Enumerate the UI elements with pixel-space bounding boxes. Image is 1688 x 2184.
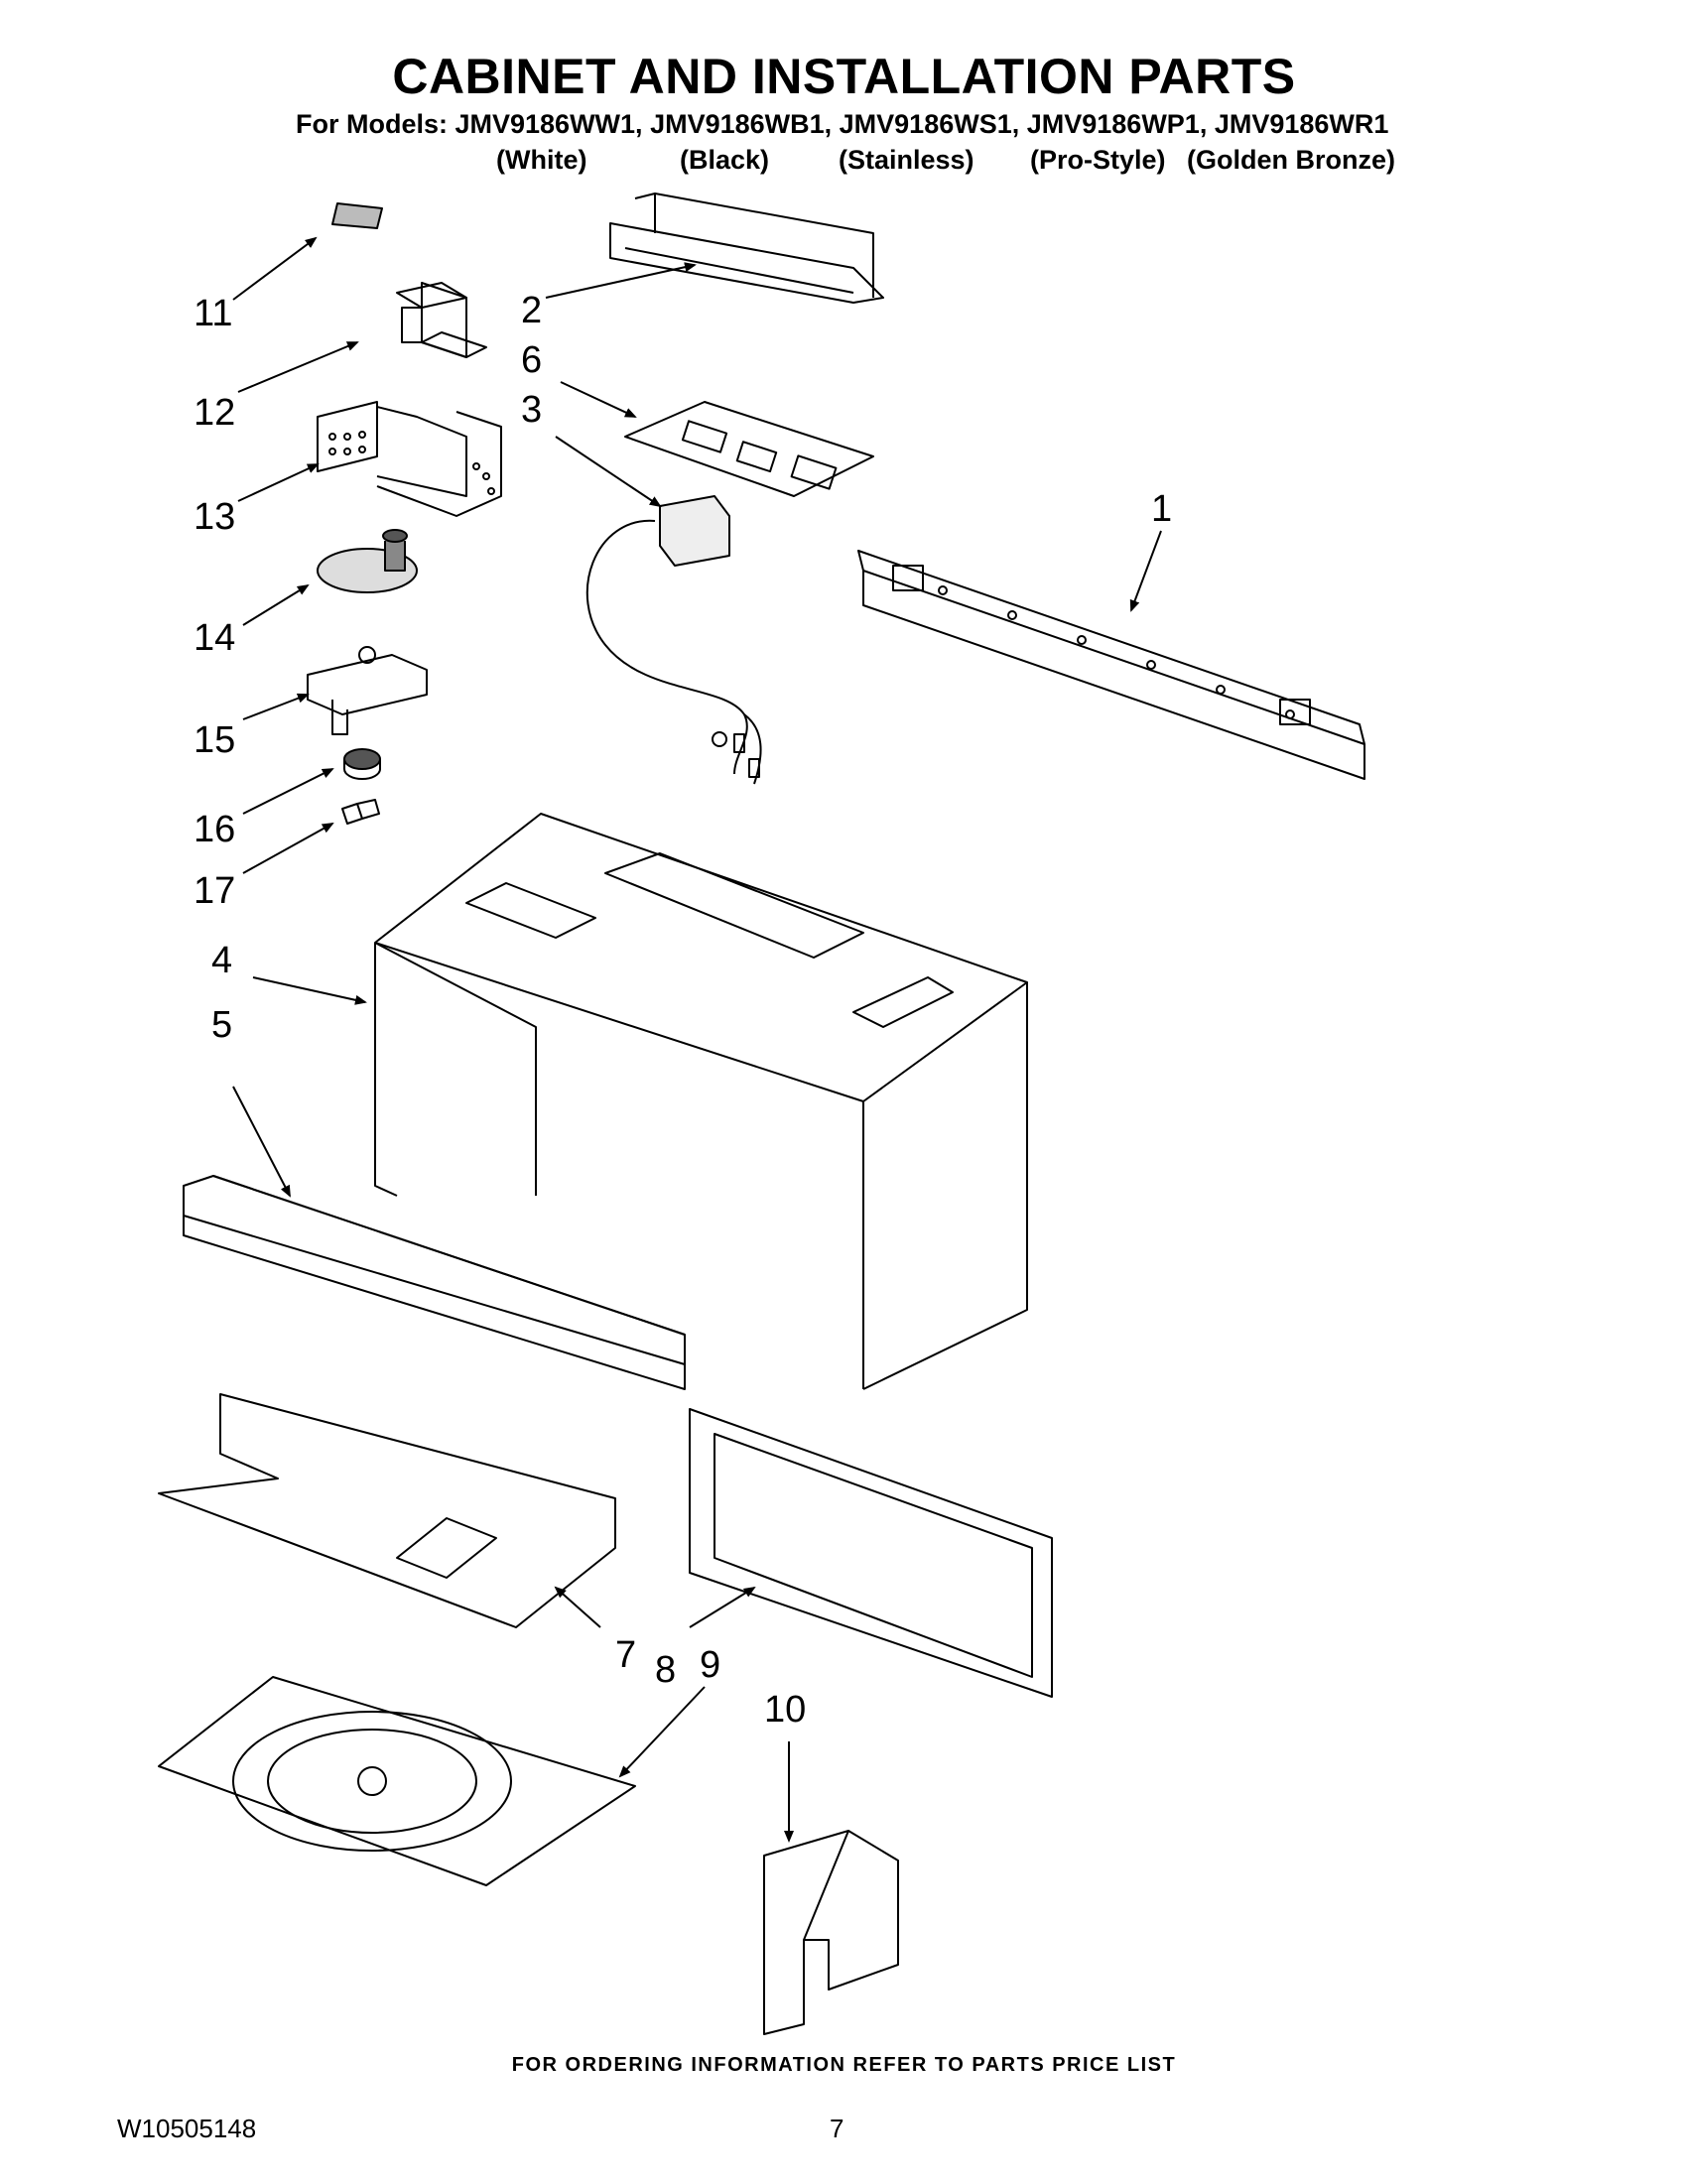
callout-9: 9 bbox=[700, 1644, 720, 1686]
variant-white: (White) bbox=[496, 145, 587, 175]
arrow-11 bbox=[232, 236, 318, 301]
part-1-rail bbox=[857, 550, 1365, 780]
callout-13: 13 bbox=[194, 496, 235, 538]
arrow-7 bbox=[554, 1586, 601, 1628]
arrow-4 bbox=[252, 976, 367, 1005]
callout-7: 7 bbox=[615, 1634, 636, 1676]
part-5-trim bbox=[183, 1175, 686, 1390]
variant-golden-bronze: (Golden Bronze) bbox=[1187, 145, 1395, 175]
arrow-5 bbox=[232, 1086, 291, 1198]
ordering-note: FOR ORDERING INFORMATION REFER TO PARTS … bbox=[511, 2054, 1177, 2076]
arrow-9 bbox=[618, 1686, 706, 1778]
part-13-bracket bbox=[317, 401, 502, 517]
part-10-bracket bbox=[763, 1830, 899, 2035]
part-14-motor bbox=[317, 529, 418, 593]
callout-17: 17 bbox=[194, 870, 235, 912]
leader-arrows bbox=[232, 236, 1162, 1843]
part-8-frame bbox=[689, 1408, 1053, 1698]
part-3-cord bbox=[585, 495, 762, 785]
part-16-thermostat bbox=[343, 748, 381, 780]
arrow-17 bbox=[242, 823, 334, 874]
callout-8: 8 bbox=[655, 1649, 676, 1691]
variant-black: (Black) bbox=[680, 145, 770, 175]
arrow-2 bbox=[545, 262, 697, 299]
part-6-plate bbox=[624, 401, 874, 497]
variant-stainless: (Stainless) bbox=[839, 145, 974, 175]
callout-5: 5 bbox=[211, 1004, 232, 1046]
callout-11: 11 bbox=[194, 293, 232, 334]
document-number: W10505148 bbox=[117, 2114, 257, 2143]
arrow-13 bbox=[237, 463, 320, 502]
arrow-1 bbox=[1129, 530, 1162, 612]
callout-4: 4 bbox=[211, 940, 232, 981]
page-number: 7 bbox=[830, 2114, 844, 2143]
callout-14: 14 bbox=[194, 617, 235, 659]
arrow-3 bbox=[555, 436, 662, 508]
variant-pro-style: (Pro-Style) bbox=[1030, 145, 1166, 175]
callout-12: 12 bbox=[194, 392, 235, 434]
models-line: For Models: JMV9186WW1, JMV9186WB1, JMV9… bbox=[296, 109, 1389, 139]
arrow-14 bbox=[242, 583, 310, 626]
callout-15: 15 bbox=[194, 719, 235, 761]
callout-6: 6 bbox=[521, 339, 542, 381]
part-11-label bbox=[331, 202, 383, 229]
arrow-6 bbox=[560, 381, 637, 418]
callout-3: 3 bbox=[521, 389, 542, 431]
callout-16: 16 bbox=[194, 809, 235, 850]
part-2-vent bbox=[609, 193, 884, 304]
part-17-fuse bbox=[341, 799, 380, 825]
callout-1: 1 bbox=[1151, 488, 1172, 530]
arrow-12 bbox=[237, 341, 359, 393]
page-title: CABINET AND INSTALLATION PARTS bbox=[392, 49, 1296, 104]
part-4-cabinet bbox=[374, 813, 1028, 1390]
part-12-bracket bbox=[396, 282, 487, 358]
part-7-bottom-panel bbox=[158, 1393, 616, 1628]
part-15-switch bbox=[307, 646, 428, 735]
arrow-16 bbox=[242, 768, 334, 815]
callout-2: 2 bbox=[521, 290, 542, 331]
arrow-15 bbox=[242, 693, 310, 720]
arrow-8 bbox=[689, 1586, 756, 1628]
callout-10: 10 bbox=[764, 1689, 806, 1731]
part-9-cavity-floor bbox=[158, 1676, 636, 1886]
